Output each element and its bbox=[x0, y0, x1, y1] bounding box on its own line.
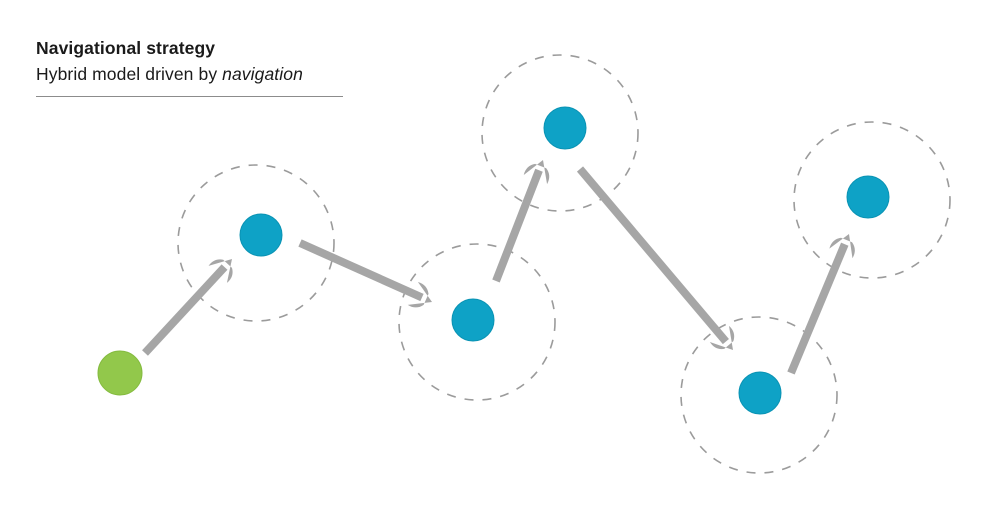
arrow-head bbox=[709, 325, 735, 350]
arrow-start-to-n1 bbox=[142, 259, 233, 356]
node-n5[interactable] bbox=[846, 175, 890, 219]
node-start[interactable] bbox=[97, 350, 143, 396]
header-divider bbox=[36, 96, 343, 97]
node-n1[interactable] bbox=[239, 213, 283, 257]
subtitle-emphasis: navigation bbox=[222, 64, 303, 84]
arrow-shaft bbox=[142, 264, 228, 356]
page-title: Navigational strategy bbox=[36, 38, 216, 58]
halo-circle-n5 bbox=[793, 121, 951, 279]
halo-circle-n2 bbox=[398, 243, 556, 401]
arrow-n2-to-n3 bbox=[492, 160, 550, 283]
node-n2[interactable] bbox=[451, 298, 495, 342]
arrow-head bbox=[407, 282, 432, 308]
arrow-n1-to-n2 bbox=[298, 239, 432, 308]
arrow-group bbox=[142, 160, 855, 375]
arrow-shaft bbox=[787, 242, 849, 375]
arrow-shaft bbox=[298, 239, 424, 302]
arrow-shaft bbox=[492, 168, 543, 283]
page-subtitle: Hybrid model driven by navigation bbox=[36, 61, 456, 88]
node-group bbox=[97, 106, 890, 415]
halo-circle-n4 bbox=[680, 316, 838, 474]
halo-circle-n1 bbox=[177, 164, 335, 322]
header-block: Navigational strategy Hybrid model drive… bbox=[36, 36, 456, 97]
node-n3[interactable] bbox=[543, 106, 587, 150]
node-n4[interactable] bbox=[738, 371, 782, 415]
arrow-shaft bbox=[576, 166, 729, 345]
arrow-head bbox=[829, 234, 855, 259]
arrow-head bbox=[523, 160, 550, 185]
subtitle-prefix: Hybrid model driven by bbox=[36, 64, 223, 84]
halo-circle-n3 bbox=[481, 54, 639, 212]
arrow-n4-to-n5 bbox=[787, 234, 855, 375]
arrow-head bbox=[208, 259, 233, 283]
arrow-n3-to-n4 bbox=[576, 166, 735, 350]
halo-circle-group bbox=[177, 54, 951, 474]
